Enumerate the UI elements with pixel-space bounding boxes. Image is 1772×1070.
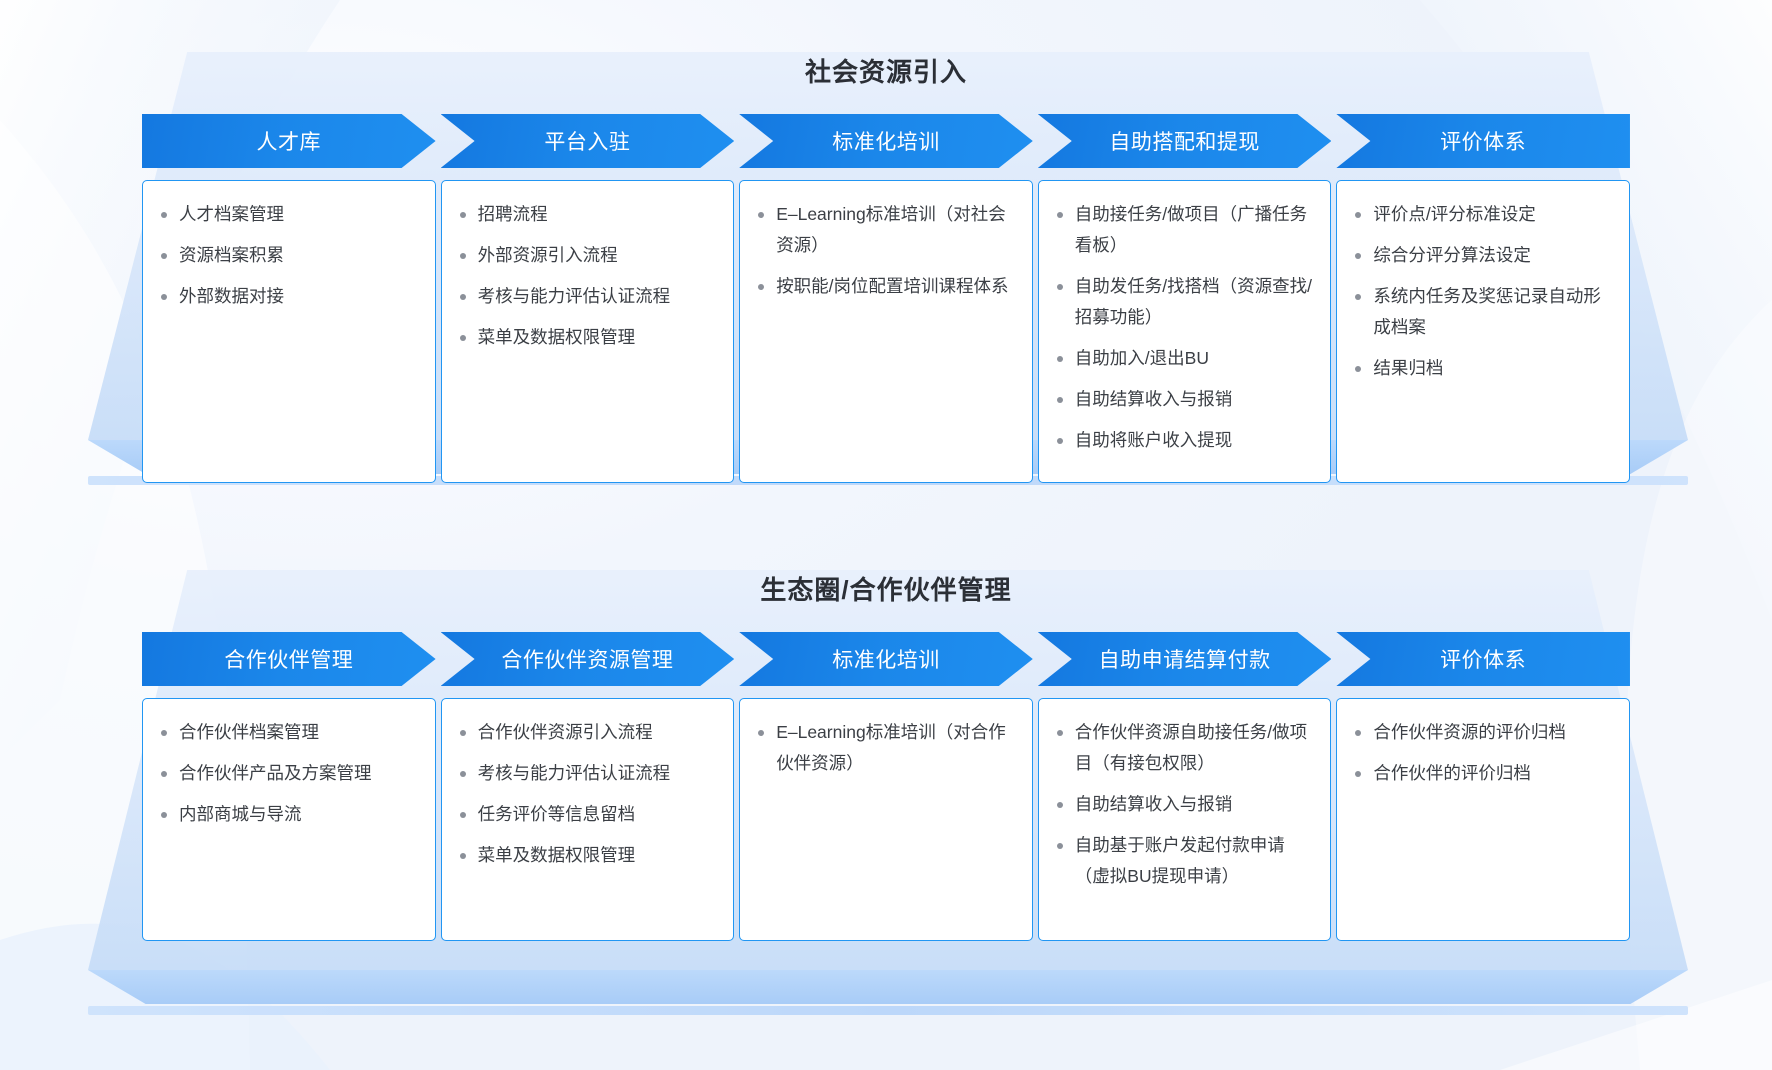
stage-header-5[interactable]: 评价体系 <box>1336 114 1630 168</box>
stage-card-3: E–Learning标准培训（对合作伙伴资源） <box>739 698 1033 941</box>
stage-item-list: 评价点/评分标准设定综合分评分算法设定系统内任务及奖惩记录自动形成档案结果归档 <box>1347 199 1615 384</box>
stage-header-1[interactable]: 合作伙伴管理 <box>142 632 436 686</box>
stage-header-label: 合作伙伴管理 <box>224 649 354 672</box>
stage-item: 菜单及数据权限管理 <box>452 840 720 871</box>
stage-item: 资源档案积累 <box>153 240 421 271</box>
section-1-cards: 人才档案管理资源档案积累外部数据对接 招聘流程外部资源引入流程考核与能力评估认证… <box>142 180 1630 483</box>
stage-card-3: E–Learning标准培训（对社会资源） 按职能/岗位配置培训课程体系 <box>739 180 1033 483</box>
stage-header-4[interactable]: 自助搭配和提现 <box>1038 114 1332 168</box>
stage-item: 合作伙伴档案管理 <box>153 717 421 748</box>
section-2-cards: 合作伙伴档案管理合作伙伴产品及方案管理内部商城与导流 合作伙伴资源引入流程考核与… <box>142 698 1630 941</box>
stage-card-5: 合作伙伴资源的评价归档合作伙伴的评价归档 <box>1336 698 1630 941</box>
stage-item: 合作伙伴产品及方案管理 <box>153 758 421 789</box>
stage-item: 合作伙伴资源的评价归档 <box>1347 717 1615 748</box>
stage-item-list: 合作伙伴档案管理合作伙伴产品及方案管理内部商城与导流 <box>153 717 421 830</box>
stage-card-5: 评价点/评分标准设定综合分评分算法设定系统内任务及奖惩记录自动形成档案结果归档 <box>1336 180 1630 483</box>
section-social-resources: 社会资源引入 人才库 平台入驻 标准化培训 自助搭配和提现 评价体系 人才档案管… <box>0 52 1772 485</box>
stage-item: 合作伙伴资源自助接任务/做项目（有接包权限） <box>1049 717 1317 779</box>
stage-item: 自助结算收入与报销 <box>1049 384 1317 415</box>
stage-item: 考核与能力评估认证流程 <box>452 758 720 789</box>
stage-item: 按职能/岗位配置培训课程体系 <box>750 271 1018 302</box>
stage-item: 自助接任务/做项目（广播任务看板） <box>1049 199 1317 261</box>
stage-item: 自助加入/退出BU <box>1049 343 1317 374</box>
stage-item: 内部商城与导流 <box>153 799 421 830</box>
stage-item: 合作伙伴的评价归档 <box>1347 758 1615 789</box>
stage-item: 评价点/评分标准设定 <box>1347 199 1615 230</box>
stage-item-list: 招聘流程外部资源引入流程考核与能力评估认证流程菜单及数据权限管理 <box>452 199 720 353</box>
stage-item-list: 合作伙伴资源的评价归档合作伙伴的评价归档 <box>1347 717 1615 789</box>
stage-header-label: 人才库 <box>256 131 322 154</box>
section-ecosystem-partners: 生态圈/合作伙伴管理 合作伙伴管理 合作伙伴资源管理 标准化培训 自助申请结算付… <box>0 570 1772 1015</box>
stage-header-label: 标准化培训 <box>832 131 940 154</box>
stage-card-1: 合作伙伴档案管理合作伙伴产品及方案管理内部商城与导流 <box>142 698 436 941</box>
stage-card-4: 合作伙伴资源自助接任务/做项目（有接包权限） 自助结算收入与报销自助基于账户发起付… <box>1037 698 1332 941</box>
stage-item: 结果归档 <box>1347 353 1615 384</box>
stage-item-list: E–Learning标准培训（对合作伙伴资源） <box>750 717 1018 779</box>
stage-item: 自助将账户收入提现 <box>1049 425 1317 456</box>
stage-header-label: 平台入驻 <box>544 131 631 154</box>
section-1-title: 社会资源引入 <box>804 57 967 87</box>
stage-item: E–Learning标准培训（对社会资源） <box>750 199 1018 261</box>
stage-item: 菜单及数据权限管理 <box>452 322 720 353</box>
stage-item-list: 合作伙伴资源自助接任务/做项目（有接包权限） 自助结算收入与报销自助基于账户发起付… <box>1049 717 1317 892</box>
stage-item: 自助发任务/找搭档（资源查找/招募功能） <box>1049 271 1317 333</box>
stage-item-list: 自助接任务/做项目（广播任务看板） 自助发任务/找搭档（资源查找/招募功能） 自助加… <box>1049 199 1317 456</box>
stage-card-2: 招聘流程外部资源引入流程考核与能力评估认证流程菜单及数据权限管理 <box>440 180 735 483</box>
stage-header-4[interactable]: 自助申请结算付款 <box>1038 632 1332 686</box>
stage-item: 自助结算收入与报销 <box>1049 789 1317 820</box>
stage-item: 综合分评分算法设定 <box>1347 240 1615 271</box>
stage-header-label: 自助搭配和提现 <box>1109 131 1260 154</box>
stage-item-list: E–Learning标准培训（对社会资源） 按职能/岗位配置培训课程体系 <box>750 199 1018 302</box>
stage-item: 合作伙伴资源引入流程 <box>452 717 720 748</box>
stage-header-label: 评价体系 <box>1440 649 1527 672</box>
stage-item-list: 人才档案管理资源档案积累外部数据对接 <box>153 199 421 312</box>
section-2-stage-band: 合作伙伴管理 合作伙伴资源管理 标准化培训 自助申请结算付款 评价体系 <box>142 632 1630 686</box>
stage-card-4: 自助接任务/做项目（广播任务看板） 自助发任务/找搭档（资源查找/招募功能） 自助加… <box>1037 180 1332 483</box>
stage-header-2[interactable]: 平台入驻 <box>441 114 735 168</box>
stage-header-2[interactable]: 合作伙伴资源管理 <box>441 632 735 686</box>
stage-item: 招聘流程 <box>452 199 720 230</box>
stage-item: 任务评价等信息留档 <box>452 799 720 830</box>
stage-item: 自助基于账户发起付款申请（虚拟BU提现申请） <box>1049 830 1317 892</box>
section-2-title: 生态圈/合作伙伴管理 <box>760 575 1012 605</box>
stage-header-3[interactable]: 标准化培训 <box>739 632 1033 686</box>
stage-item-list: 合作伙伴资源引入流程考核与能力评估认证流程任务评价等信息留档菜单及数据权限管理 <box>452 717 720 871</box>
stage-header-3[interactable]: 标准化培训 <box>739 114 1033 168</box>
stage-card-1: 人才档案管理资源档案积累外部数据对接 <box>142 180 436 483</box>
stage-item: 系统内任务及奖惩记录自动形成档案 <box>1347 281 1615 343</box>
stage-header-label: 自助申请结算付款 <box>1098 649 1271 672</box>
stage-item: 外部数据对接 <box>153 281 421 312</box>
stage-header-label: 标准化培训 <box>832 649 940 672</box>
stage-header-label: 评价体系 <box>1440 131 1527 154</box>
stage-card-2: 合作伙伴资源引入流程考核与能力评估认证流程任务评价等信息留档菜单及数据权限管理 <box>440 698 735 941</box>
section-1-stage-band: 人才库 平台入驻 标准化培训 自助搭配和提现 评价体系 <box>142 114 1630 168</box>
stage-item: 考核与能力评估认证流程 <box>452 281 720 312</box>
stage-header-5[interactable]: 评价体系 <box>1336 632 1630 686</box>
stage-item: 人才档案管理 <box>153 199 421 230</box>
stage-item: 外部资源引入流程 <box>452 240 720 271</box>
stage-item: E–Learning标准培训（对合作伙伴资源） <box>750 717 1018 779</box>
stage-header-1[interactable]: 人才库 <box>142 114 436 168</box>
stage-header-label: 合作伙伴资源管理 <box>501 649 674 672</box>
